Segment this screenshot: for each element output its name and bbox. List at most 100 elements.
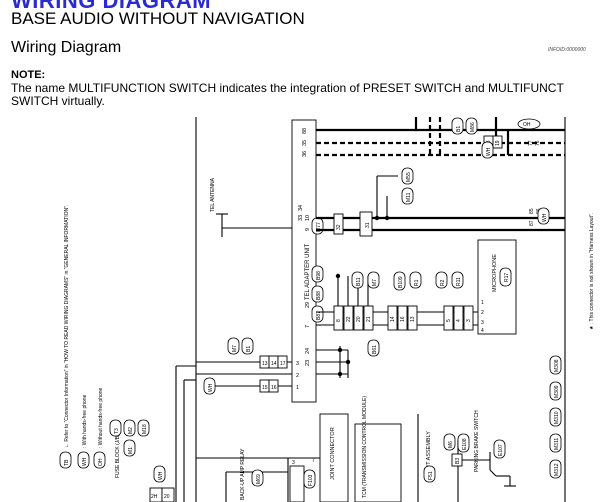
pin-label: 16 — [400, 316, 406, 322]
connector-tag — [393, 271, 406, 291]
connector-tag — [123, 419, 136, 437]
connector-tag-label: M311 — [554, 438, 560, 450]
pin-label: 29 — [305, 302, 311, 308]
harness-footnote: ★ : This connector is not shown in “Harn… — [589, 213, 595, 330]
pin-box — [451, 453, 463, 467]
pin-box — [359, 211, 373, 237]
connector-tag — [401, 187, 414, 205]
pin-label: 3 — [292, 460, 295, 466]
at-assembly-label: A/T ASSEMBLY — [426, 431, 432, 470]
pin-label: 20 — [164, 494, 170, 500]
connector-tag — [311, 265, 324, 283]
connector-tag — [311, 305, 324, 323]
legend-tag — [93, 451, 106, 469]
info-id: INFOID:0000000 — [548, 47, 586, 53]
connector-tag — [517, 118, 541, 130]
pin-label: 14 — [271, 361, 277, 367]
connector-tag-label: WH — [542, 213, 548, 222]
connector-tag — [203, 377, 216, 395]
connector-tag-label: OH — [523, 122, 531, 128]
pin-label: 36 — [302, 151, 308, 157]
pin-label: 5 — [446, 319, 452, 322]
connector-tag-label: M308 — [554, 359, 560, 372]
section-heading: Wiring Diagram — [11, 39, 122, 56]
connector-tag-label: B1 — [456, 126, 462, 132]
connector-tag-label: B61 — [372, 345, 378, 354]
microphone-box — [477, 239, 517, 335]
pin-label: 19 — [495, 140, 501, 146]
microphone-label: MICROPHONE — [492, 254, 498, 292]
connector-tag-label: M310 — [554, 411, 560, 424]
connector-tag-label: M312 — [554, 463, 560, 476]
connector-tag-label: E107 — [498, 444, 504, 456]
pin-label: 22 — [346, 316, 352, 322]
legend-reference-text: ← Refer to “Connector Information” in “H… — [64, 205, 70, 448]
splice-dot — [384, 215, 390, 221]
connector-tag — [465, 117, 478, 135]
connector-tag-label: M1 — [128, 447, 134, 454]
connector-tag-label: B87 — [316, 311, 322, 320]
pin-label: 20 — [356, 316, 362, 322]
connector-tag — [435, 271, 448, 289]
pin-label: 76 — [535, 140, 541, 146]
connector-tag — [451, 271, 464, 289]
connector-tag — [109, 419, 122, 437]
connector-tag — [451, 117, 464, 135]
connector-tag-label: B109 — [398, 276, 404, 288]
connector-tag-label: B11 — [356, 277, 362, 286]
note-label: NOTE: — [11, 69, 46, 81]
connector-tag-label: WH — [486, 147, 492, 156]
connector-tag — [367, 271, 380, 289]
connector-tag — [123, 439, 136, 457]
connector-tag — [537, 207, 550, 225]
pin-label: 21 — [366, 316, 372, 322]
connector-tag-label: WH — [158, 471, 164, 480]
legend-tag — [77, 451, 90, 469]
tel-adapter-unit-box — [291, 119, 317, 403]
connector-tag — [423, 465, 436, 483]
joint-connector-label: JOINT CONNECTOR — [330, 427, 336, 480]
pin-label: 31 — [365, 222, 371, 228]
fuse-pin-box — [161, 487, 175, 502]
pin-label: 3 — [481, 320, 484, 326]
connector-tag-label: T3 — [114, 428, 120, 434]
at-connector-label: F51 — [428, 471, 434, 480]
connector-tag — [227, 337, 240, 355]
connector-tag — [251, 469, 264, 487]
connector-tag — [549, 381, 562, 401]
connector-tag-label: R11 — [456, 277, 462, 286]
switch-arm — [489, 469, 497, 477]
connector-tag — [303, 469, 316, 489]
pin-label: 2H — [151, 494, 158, 500]
relay-connector-label: M69 — [256, 474, 262, 484]
connector-tag-label: M309 — [554, 385, 560, 398]
tel-antenna-label: TEL ANTENNA — [210, 177, 216, 212]
pin-label: 24 — [305, 348, 311, 354]
pin-label: 14 — [390, 316, 396, 322]
pin-label: 4 — [481, 328, 484, 334]
pin-label: 2 — [296, 373, 299, 379]
pin-label: 16 — [271, 385, 277, 391]
connector-tag-label: M7 — [232, 345, 238, 352]
connector-tag — [153, 465, 166, 483]
connector-tag-label: B88 — [316, 291, 322, 300]
pin-label: 15 — [262, 385, 268, 391]
connector-tag — [351, 271, 364, 289]
legend-tag — [59, 451, 72, 469]
connector-tag-label: M2 — [128, 427, 134, 434]
connector-tag-label: M77 — [316, 222, 322, 232]
pin-label: 87 — [529, 220, 535, 226]
pin-label: 3 — [466, 319, 472, 322]
connector-tag-label: M6 — [448, 441, 454, 448]
connector-tag — [241, 337, 254, 355]
pin-box — [333, 213, 344, 235]
pin-label: 4 — [456, 319, 462, 322]
pin-label: 32 — [336, 224, 342, 230]
connector-tag — [549, 355, 562, 375]
splice-dot — [337, 371, 343, 377]
legend-tag-label: TB — [64, 459, 70, 466]
connector-tag — [493, 439, 506, 459]
legend-with-hf-text: : With hands-free phone — [82, 394, 88, 448]
connector-tag — [311, 285, 324, 303]
